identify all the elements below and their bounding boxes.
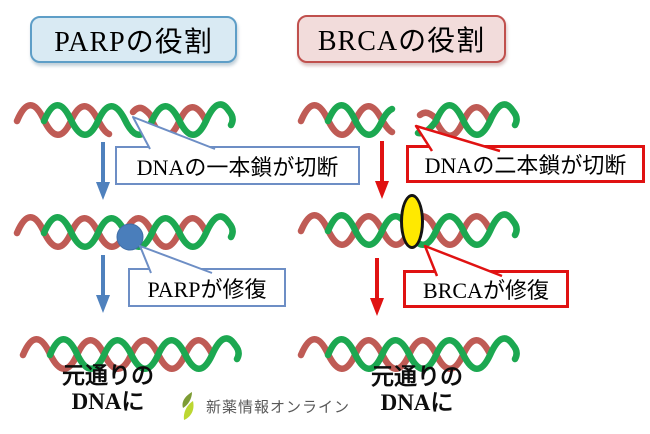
dna-strand-green (324, 335, 520, 372)
restored-dna-line2: DNAに (380, 390, 454, 415)
parp-repair-callout: PARPが修復 (128, 268, 286, 307)
down-arrow-red-icon (370, 258, 384, 316)
down-arrow-blue-icon (96, 255, 110, 313)
dna-strand-green (324, 211, 520, 248)
down-arrow-blue-icon (96, 142, 110, 200)
dna-strand-green (40, 213, 236, 250)
callout-tail-red-icon (423, 244, 503, 278)
dna-strand-red (297, 336, 494, 372)
parp-role-header: PARPの役割 (30, 16, 237, 63)
brca-protein-icon (400, 194, 424, 249)
dna-with-parp-protein-graphic (13, 213, 236, 251)
brca-repair-callout: BRCAが修復 (403, 270, 569, 308)
callout-tail-blue-icon (132, 116, 216, 150)
down-arrow-red-icon (375, 141, 389, 199)
restored-dna-line2: DNAに (71, 389, 145, 414)
parp-protein-icon (116, 223, 144, 251)
callout-tail-blue-icon (139, 245, 213, 274)
double-strand-break-callout: DNAの二本鎖が切断 (406, 145, 645, 183)
parp-repair-label: PARPが修復 (147, 276, 267, 302)
callout-tail-red-icon (414, 124, 501, 153)
site-logo: 新薬情報オンライン (178, 391, 350, 421)
restored-dna-line1: 元通りの (371, 364, 463, 389)
restored-dna-line1: 元通りの (62, 363, 154, 388)
parp-role-header-label: PARPの役割 (54, 26, 213, 58)
double-strand-break-label: DNAの二本鎖が切断 (424, 153, 627, 178)
dna-strand-green (324, 101, 520, 138)
dna-strand-red (19, 336, 216, 372)
restored-dna-text-right: 元通りの DNAに (342, 364, 492, 416)
single-strand-break-label: DNAの一本鎖が切断 (136, 154, 339, 180)
dna-single-strand-break-graphic (13, 101, 236, 139)
dna-strand-green (46, 335, 242, 372)
brca-role-header: BRCAの役割 (297, 15, 506, 63)
dna-repaired-right-graphic (297, 335, 520, 372)
dna-with-brca-protein-graphic (297, 211, 520, 248)
dna-repaired-left-graphic (19, 335, 242, 372)
single-strand-break-callout: DNAの一本鎖が切断 (115, 146, 360, 185)
dna-strand-red (13, 214, 210, 250)
dna-double-strand-break-graphic (297, 101, 520, 139)
restored-dna-text-left: 元通りの DNAに (33, 363, 183, 415)
site-logo-text: 新薬情報オンライン (206, 398, 351, 416)
brca-repair-label: BRCAが修復 (423, 278, 549, 303)
dna-strand-red (297, 212, 494, 248)
dna-strand-green (40, 101, 236, 138)
leaf-icon (182, 392, 194, 420)
brca-role-header-label: BRCAの役割 (317, 26, 486, 57)
